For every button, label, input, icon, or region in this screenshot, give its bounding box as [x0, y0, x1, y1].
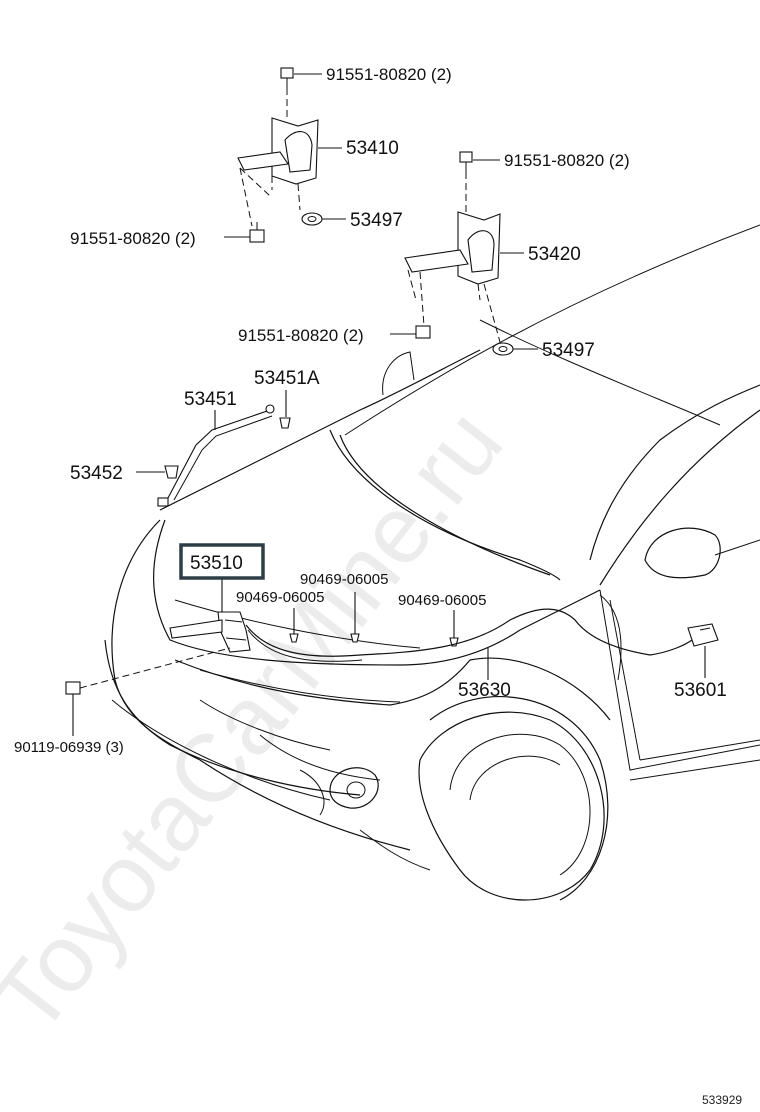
release-lever-icon [687, 623, 719, 647]
washer-icon [301, 212, 323, 226]
clip-icon [157, 497, 169, 507]
label-release-cable[interactable]: 53630 [458, 680, 511, 701]
label-bolt-top-right[interactable]: 91551-80820 (2) [504, 151, 630, 170]
clip-icon [350, 633, 360, 643]
label-release-lever[interactable]: 53601 [674, 680, 727, 701]
label-clip-b[interactable]: 90469-06005 [236, 589, 324, 606]
label-washer-right[interactable]: 53497 [542, 340, 595, 361]
clip-icon [279, 417, 291, 429]
reference-code: 533929 [702, 1093, 742, 1107]
watermark-text: ToyotaCarMine.ru [0, 390, 523, 1053]
label-lock-bolt[interactable]: 90119-06939 (3) [14, 739, 124, 756]
label-hood-lock[interactable]: 53510 [190, 553, 243, 574]
label-clip-rod[interactable]: 53451A [254, 368, 320, 389]
rod-holder-icon [164, 465, 179, 479]
label-clip-a[interactable]: 90469-06005 [300, 571, 388, 588]
label-rod-holder[interactable]: 53452 [70, 463, 123, 484]
bolt-icon [459, 151, 473, 172]
hinge-left-assembly [224, 67, 346, 243]
label-bolt-left-lower[interactable]: 91551-80820 (2) [70, 229, 196, 248]
label-bolt-top-left[interactable]: 91551-80820 (2) [326, 65, 452, 84]
label-hinge-left[interactable]: 53410 [346, 138, 399, 159]
bolt-icon [249, 222, 265, 243]
label-clip-c[interactable]: 90469-06005 [398, 592, 486, 609]
label-support-rod[interactable]: 53451 [184, 389, 237, 410]
bolt-icon [65, 681, 81, 695]
support-rod-assembly [136, 390, 291, 507]
highlight-box [179, 543, 265, 580]
bolt-icon [415, 325, 431, 339]
label-hinge-right[interactable]: 53420 [528, 244, 581, 265]
label-bolt-right-lower[interactable]: 91551-80820 (2) [238, 326, 364, 345]
hinge-right-assembly [390, 151, 538, 356]
clip-icon [289, 633, 299, 643]
hood-lock-assembly [65, 578, 719, 736]
washer-icon [492, 342, 514, 356]
label-washer-left[interactable]: 53497 [350, 210, 403, 231]
bolt-icon [280, 67, 294, 88]
vehicle-outline [104, 224, 760, 901]
